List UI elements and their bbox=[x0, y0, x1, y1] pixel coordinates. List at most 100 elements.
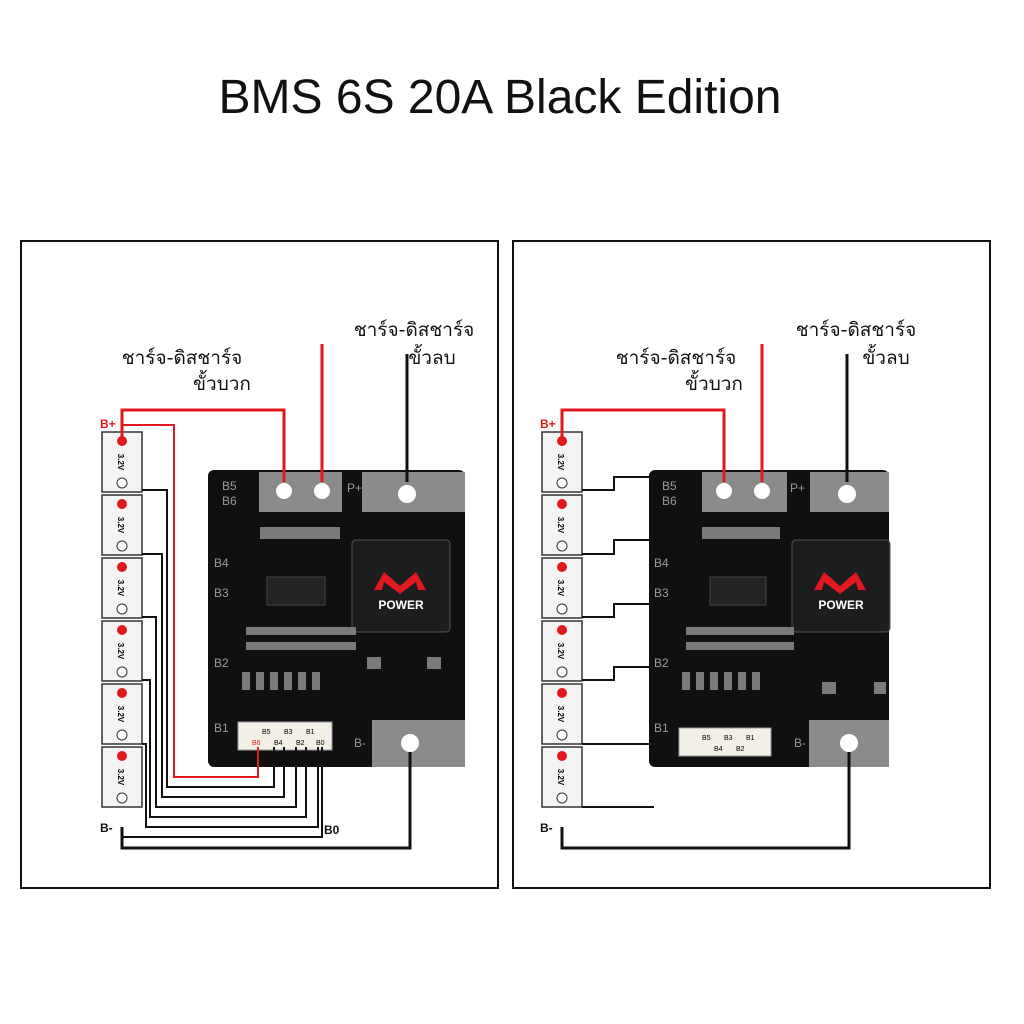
logo-text: POWER bbox=[378, 598, 424, 612]
pin-b4: B4 bbox=[714, 746, 723, 753]
silk-b5: B5 bbox=[662, 479, 677, 493]
m-power-logo-icon bbox=[374, 572, 426, 594]
balance-wires bbox=[121, 489, 323, 838]
cell-voltage-label: 3.2V bbox=[116, 643, 125, 660]
minus-terminal-icon bbox=[556, 540, 568, 552]
minus-terminal-icon bbox=[116, 540, 128, 552]
silk-b1: B1 bbox=[654, 721, 669, 735]
positive-terminal-label-line2: ขั้วบวก bbox=[685, 370, 743, 395]
plus-terminal-icon bbox=[117, 625, 127, 635]
b0-label: B0 bbox=[324, 823, 340, 837]
battery-cells: 3.2V 3.2V 3.2V 3.2V 3.2V 3.2V bbox=[541, 431, 583, 808]
pin-b2: B2 bbox=[736, 746, 745, 753]
silk-b2: B2 bbox=[654, 656, 669, 670]
battery-cell: 3.2V bbox=[541, 683, 583, 745]
b-plus-label: B+ bbox=[540, 417, 556, 431]
negative-terminal-label-line2: ขั้วลบ bbox=[862, 344, 909, 369]
minus-terminal-icon bbox=[556, 603, 568, 615]
plus-terminal-icon bbox=[557, 562, 567, 572]
cell-voltage-label: 3.2V bbox=[556, 454, 565, 471]
pin-b5: B5 bbox=[262, 729, 271, 736]
minus-terminal-icon bbox=[116, 603, 128, 615]
b-plus-label: B+ bbox=[100, 417, 116, 431]
cell-voltage-label: 3.2V bbox=[556, 517, 565, 534]
silk-p-plus: P+ bbox=[790, 481, 805, 495]
minus-terminal-icon bbox=[556, 477, 568, 489]
minus-terminal-icon bbox=[116, 477, 128, 489]
plus-terminal-icon bbox=[557, 436, 567, 446]
negative-terminal-label-line1: ชาร์จ-ดิสชาร์จ bbox=[354, 319, 475, 341]
plus-terminal-icon bbox=[557, 499, 567, 509]
negative-terminal-label-line1: ชาร์จ-ดิสชาร์จ bbox=[796, 319, 917, 341]
silk-b3: B3 bbox=[654, 586, 669, 600]
panel-simple-wiring: ชาร์จ-ดิสชาร์จ ขั้วบวก ชาร์จ-ดิสชาร์จ ขั… bbox=[512, 240, 991, 889]
battery-cell: 3.2V bbox=[101, 683, 143, 745]
panel-balance-wiring: ชาร์จ-ดิสชาร์จ ขั้วบวก ชาร์จ-ดิสชาร์จ ขั… bbox=[20, 240, 499, 889]
pin-b2: B2 bbox=[296, 740, 305, 747]
positive-terminal-label-line2: ขั้วบวก bbox=[193, 370, 251, 395]
cell-voltage-label: 3.2V bbox=[556, 706, 565, 723]
balance-connector bbox=[678, 727, 772, 757]
battery-cell: 3.2V bbox=[541, 431, 583, 493]
cell-voltage-label: 3.2V bbox=[116, 769, 125, 786]
pin-b1: B1 bbox=[306, 729, 315, 736]
minus-terminal-icon bbox=[556, 792, 568, 804]
plus-terminal-icon bbox=[117, 751, 127, 761]
cell-voltage-label: 3.2V bbox=[116, 706, 125, 723]
minus-terminal-icon bbox=[116, 729, 128, 741]
pin-b6: B6 bbox=[252, 740, 261, 747]
silk-b6: B6 bbox=[222, 494, 237, 508]
positive-terminal-label-line1: ชาร์จ-ดิสชาร์จ bbox=[616, 347, 737, 369]
plus-terminal-icon bbox=[557, 688, 567, 698]
plus-terminal-icon bbox=[117, 436, 127, 446]
silk-b6: B6 bbox=[662, 494, 677, 508]
plus-terminal-icon bbox=[557, 625, 567, 635]
minus-terminal-icon bbox=[116, 792, 128, 804]
silk-b-minus: B- bbox=[794, 736, 806, 750]
logo-text: POWER bbox=[818, 598, 864, 612]
cell-voltage-label: 3.2V bbox=[116, 517, 125, 534]
bms-ic bbox=[266, 576, 326, 606]
silk-b2: B2 bbox=[214, 656, 229, 670]
silk-b-minus: B- bbox=[354, 736, 366, 750]
pin-b0: B0 bbox=[316, 740, 325, 747]
pin-b3: B3 bbox=[284, 729, 293, 736]
balance-wire-b6 bbox=[122, 424, 259, 778]
balance-connector bbox=[237, 721, 333, 751]
battery-cell: 3.2V bbox=[101, 557, 143, 619]
battery-cell: 3.2V bbox=[541, 557, 583, 619]
battery-cell: 3.2V bbox=[541, 494, 583, 556]
cell-voltage-label: 3.2V bbox=[556, 580, 565, 597]
plus-terminal-icon bbox=[117, 499, 127, 509]
silk-b1: B1 bbox=[214, 721, 229, 735]
battery-cell: 3.2V bbox=[101, 620, 143, 682]
negative-terminal-label-line2: ขั้วลบ bbox=[408, 344, 455, 369]
minus-terminal-icon bbox=[556, 666, 568, 678]
cell-voltage-label: 3.2V bbox=[116, 454, 125, 471]
bms-board: POWER B5 B6 B4 B3 B2 B1 P+ B- B5 B3 B1 B… bbox=[649, 470, 891, 767]
silk-p-plus: P+ bbox=[347, 481, 362, 495]
plus-terminal-icon bbox=[557, 751, 567, 761]
battery-cell: 3.2V bbox=[541, 620, 583, 682]
wiring bbox=[560, 344, 851, 850]
battery-cell: 3.2V bbox=[101, 494, 143, 556]
wiring bbox=[120, 344, 412, 850]
positive-terminal-label-line1: ชาร์จ-ดิสชาร์จ bbox=[122, 347, 243, 369]
balance-wires bbox=[582, 476, 654, 808]
pin-b3: B3 bbox=[724, 735, 733, 742]
pin-b4: B4 bbox=[274, 740, 283, 747]
bms-board: POWER B5 B6 B4 B3 B2 B1 P+ B- B5 B3 B1 B… bbox=[208, 470, 465, 767]
cell-voltage-label: 3.2V bbox=[116, 580, 125, 597]
minus-terminal-icon bbox=[116, 666, 128, 678]
positive-wire bbox=[560, 408, 726, 482]
silk-b3: B3 bbox=[214, 586, 229, 600]
pin-b5: B5 bbox=[702, 735, 711, 742]
battery-cells: 3.2V 3.2V 3.2V 3.2V 3.2V 3.2V bbox=[101, 431, 143, 808]
b-minus-label: B- bbox=[100, 821, 113, 835]
cell-voltage-label: 3.2V bbox=[556, 769, 565, 786]
pin-b1: B1 bbox=[746, 735, 755, 742]
minus-terminal-icon bbox=[556, 729, 568, 741]
plus-terminal-icon bbox=[117, 688, 127, 698]
m-power-logo-icon bbox=[814, 572, 866, 594]
balance-wiring-diagram: ชาร์จ-ดิสชาร์จ ขั้วบวก ชาร์จ-ดิสชาร์จ ขั… bbox=[100, 319, 475, 850]
